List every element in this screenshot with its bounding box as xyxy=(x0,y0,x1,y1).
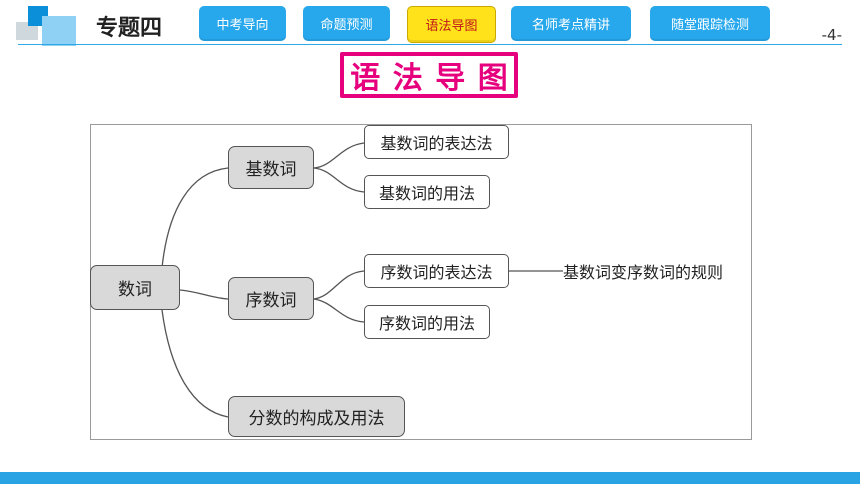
title-char-1: 语 xyxy=(350,61,381,96)
tab-mingshi-kaodian[interactable]: 名师考点精讲 xyxy=(511,6,631,41)
title-char-3: 导 xyxy=(435,61,466,96)
node-cardinal-usage: 基数词的用法 xyxy=(364,175,490,209)
note-cardinal-to-ordinal-rules: 基数词变序数词的规则 xyxy=(563,263,724,282)
link-ordinal-usage xyxy=(313,298,365,323)
title-plate-inner: 语 法 导 图 xyxy=(344,56,514,96)
tab-zhongkao-daoxiang[interactable]: 中考导向 xyxy=(199,6,286,41)
link-root-ordinal xyxy=(179,289,229,300)
link-root-cardinal xyxy=(161,167,229,269)
node-cardinal-numbers: 基数词 xyxy=(228,146,314,189)
title-plate: 语 法 导 图 xyxy=(340,52,518,98)
title-char-2: 法 xyxy=(392,61,423,96)
link-cardinal-usage xyxy=(313,167,365,193)
footer-bar xyxy=(0,472,860,484)
header-divider xyxy=(18,44,842,45)
title-char-4: 图 xyxy=(477,61,508,96)
node-root-numerals: 数词 xyxy=(90,265,180,310)
node-ordinal-expression: 序数词的表达法 xyxy=(364,254,509,288)
link-root-fraction xyxy=(161,309,229,418)
page-number: -4- xyxy=(821,26,842,44)
link-ordinal-expression xyxy=(313,270,365,300)
logo-square-light xyxy=(42,16,76,46)
tab-yufa-daotu[interactable]: 语法导图 xyxy=(407,6,496,43)
tab-suitang-genzong[interactable]: 随堂跟踪检测 xyxy=(650,6,770,41)
brand-logo xyxy=(0,0,90,48)
node-ordinal-usage: 序数词的用法 xyxy=(364,305,490,339)
node-ordinal-numbers: 序数词 xyxy=(228,277,314,320)
section-title: 专题四 xyxy=(96,16,163,41)
node-cardinal-expression: 基数词的表达法 xyxy=(364,125,509,159)
link-cardinal-expression xyxy=(313,142,365,169)
logo-square-gray xyxy=(16,22,38,40)
node-fractions: 分数的构成及用法 xyxy=(228,396,405,437)
tab-mingti-yuce[interactable]: 命题预测 xyxy=(303,6,390,41)
